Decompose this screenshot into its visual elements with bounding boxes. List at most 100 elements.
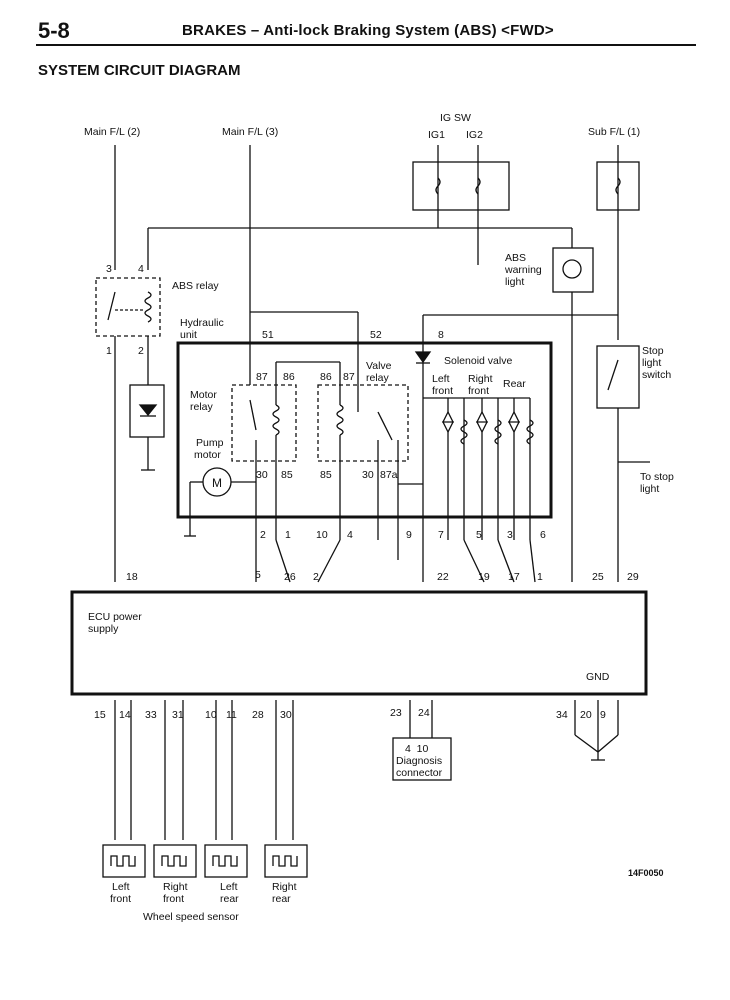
- solenoid-diode: [414, 351, 432, 364]
- term-ecu-26: 26: [284, 571, 296, 583]
- abs-relay-coil: [144, 291, 152, 323]
- label-valve-relay-1: Valve: [366, 360, 392, 372]
- wire-ecu-17: [497, 539, 515, 583]
- term-mr-87: 87: [256, 371, 268, 383]
- term-relay-2: 2: [138, 345, 144, 357]
- solenoid-right-front: [475, 398, 502, 540]
- wire-wss-rr: [275, 700, 294, 840]
- fuse-sub-fl: [615, 177, 621, 195]
- header-rule: [36, 44, 696, 46]
- stop-light-switch-box: [596, 345, 640, 409]
- label-wss-rf-2: front: [163, 893, 184, 905]
- label-right-front-1: Right: [468, 373, 493, 385]
- term-b15: 15: [94, 709, 106, 721]
- term-vr-85: 85: [320, 469, 332, 481]
- abs-relay-contact: [107, 291, 116, 321]
- label-ig1: IG1: [428, 129, 445, 141]
- solenoid-left-front: [441, 398, 468, 540]
- label-solenoid-valve: Solenoid valve: [444, 355, 512, 367]
- label-valve-relay-2: relay: [366, 372, 390, 384]
- term-hu-10: 10: [316, 529, 328, 541]
- wss-wave-rf: [161, 855, 187, 867]
- label-stop-light-2: light: [642, 357, 661, 369]
- wire-ecu-19: [463, 539, 485, 583]
- fuse-ig1: [435, 177, 441, 195]
- label-abs-warning-3: light: [505, 276, 524, 288]
- term-b31: 31: [172, 709, 184, 721]
- label-motor-relay-1: Motor: [190, 389, 217, 401]
- valve-relay-coil: [336, 404, 344, 436]
- wss-right-rear-box: [264, 844, 308, 878]
- label-sub-fl-1: Sub F/L (1): [588, 126, 640, 138]
- term-b9: 9: [600, 709, 606, 721]
- wire-wss-rf: [164, 700, 184, 840]
- term-b24: 24: [418, 707, 430, 719]
- relay-diode-box: [129, 384, 165, 438]
- label-main-fl-3: Main F/L (3): [222, 126, 278, 138]
- wss-wave-rr: [272, 855, 298, 867]
- label-wss-rf-1: Right: [163, 881, 188, 893]
- term-hu-1: 1: [285, 529, 291, 541]
- wss-left-front-box: [102, 844, 146, 878]
- motor-symbol: M: [212, 476, 222, 490]
- label-main-fl-2: Main F/L (2): [84, 126, 140, 138]
- term-b28: 28: [252, 709, 264, 721]
- motor-relay-box: [231, 384, 297, 462]
- valve-relay-contact: [377, 411, 393, 441]
- label-hydraulic-1: Hydraulic: [180, 317, 224, 329]
- label-pump-motor-2: motor: [194, 449, 221, 461]
- label-wss-lf-2: front: [110, 893, 131, 905]
- term-hu-4: 4: [347, 529, 353, 541]
- term-hu-6: 6: [540, 529, 546, 541]
- term-mr-86: 86: [283, 371, 295, 383]
- wss-wave-lr: [212, 855, 238, 867]
- wire-ecu-2: [317, 539, 341, 583]
- term-hu-7: 7: [438, 529, 444, 541]
- term-vr-30: 30: [362, 469, 374, 481]
- section-title: SYSTEM CIRCUIT DIAGRAM: [38, 62, 241, 79]
- label-right-front-2: front: [468, 385, 489, 397]
- label-abs-relay: ABS relay: [172, 280, 219, 292]
- stop-light-contact: [607, 359, 619, 391]
- label-hydraulic-2: unit: [180, 329, 197, 341]
- label-abs-warning-1: ABS: [505, 252, 526, 264]
- term-b33: 33: [145, 709, 157, 721]
- term-hu-9: 9: [406, 529, 412, 541]
- label-abs-warning-2: warning: [504, 264, 542, 276]
- term-ecu-1: 1: [537, 571, 543, 583]
- valve-relay-box: [317, 384, 409, 462]
- term-relay-3: 3: [106, 263, 112, 275]
- ecu-box: [70, 590, 648, 696]
- motor-relay-coil: [272, 404, 280, 436]
- label-wss-lf-1: Left: [112, 881, 130, 893]
- label-ig-sw: IG SW: [440, 112, 471, 124]
- label-left-front-2: front: [432, 385, 453, 397]
- figure-id: 14F0050: [628, 868, 664, 878]
- term-ecu-19: 19: [478, 571, 490, 583]
- wss-wave-lf: [110, 855, 136, 867]
- term-mr-85: 85: [281, 469, 293, 481]
- label-ecu-power-2: supply: [88, 623, 119, 635]
- wire-ecu-26: [275, 539, 291, 583]
- label-to-stop-2: light: [640, 483, 659, 495]
- term-vr-87: 87: [343, 371, 355, 383]
- term-ecu-22: 22: [437, 571, 449, 583]
- label-stop-light-3: switch: [642, 369, 671, 381]
- wire-wss-lr: [215, 700, 233, 840]
- label-diag-2: connector: [396, 767, 443, 779]
- term-ecu-25: 25: [592, 571, 604, 583]
- term-b10: 10: [205, 709, 217, 721]
- abs-warning-lamp: [562, 259, 582, 279]
- term-relay-1: 1: [106, 345, 112, 357]
- term-vr-86: 86: [320, 371, 332, 383]
- term-hu-3: 3: [507, 529, 513, 541]
- term-mr-30: 30: [256, 469, 268, 481]
- label-wss-rr-2: rear: [272, 893, 291, 905]
- term-b34: 34: [556, 709, 568, 721]
- page-number: 5-8: [38, 18, 70, 43]
- abs-relay-box: [95, 277, 161, 337]
- wire-ecu-1: [529, 539, 536, 583]
- label-wss-lr-2: rear: [220, 893, 239, 905]
- term-8: 8: [438, 329, 444, 341]
